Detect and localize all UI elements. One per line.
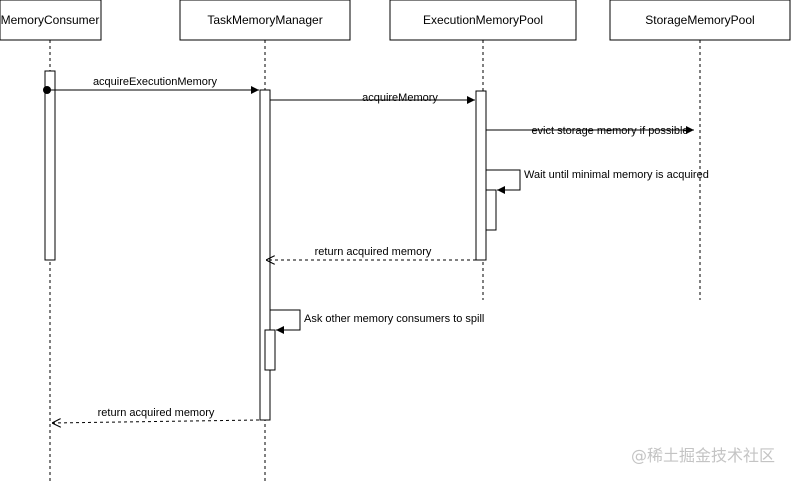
message-label-return-acquired-1: return acquired memory	[315, 246, 432, 258]
message-label-acquire-memory: acquireMemory	[362, 92, 438, 104]
participant-label: TaskMemoryManager	[207, 13, 322, 27]
participant-label: MemoryConsumer	[1, 13, 100, 27]
message-label-return-acquired-2: return acquired memory	[98, 407, 215, 419]
message-wait-minimal	[486, 169, 521, 194]
activation-task-memory-manager	[259, 89, 271, 421]
participant-memory-consumer: MemoryConsumer	[0, 0, 102, 41]
message-label-evict-storage: evict storage memory if possible	[531, 125, 688, 137]
participant-storage-memory-pool: StorageMemoryPool	[609, 0, 791, 41]
message-ask-spill	[270, 309, 301, 334]
activation-execution-memory-pool-wait	[485, 189, 497, 231]
message-label-acquire-execution-memory: acquireExecutionMemory	[93, 76, 218, 88]
participant-label: ExecutionMemoryPool	[423, 13, 543, 27]
participant-execution-memory-pool: ExecutionMemoryPool	[389, 0, 577, 41]
participant-label: StorageMemoryPool	[645, 13, 754, 27]
participant-task-memory-manager: TaskMemoryManager	[179, 0, 351, 41]
activation-task-memory-manager-spill	[264, 329, 276, 371]
watermark-text: @稀土掘金技术社区	[631, 446, 775, 465]
activation-memory-consumer	[44, 70, 56, 261]
message-label-ask-spill: Ask other memory consumers to spill	[304, 313, 484, 325]
message-return-acquired-2	[52, 420, 260, 423]
activation-execution-memory-pool	[475, 90, 487, 261]
message-label-wait-minimal: Wait until minimal memory is acquired	[524, 169, 709, 181]
